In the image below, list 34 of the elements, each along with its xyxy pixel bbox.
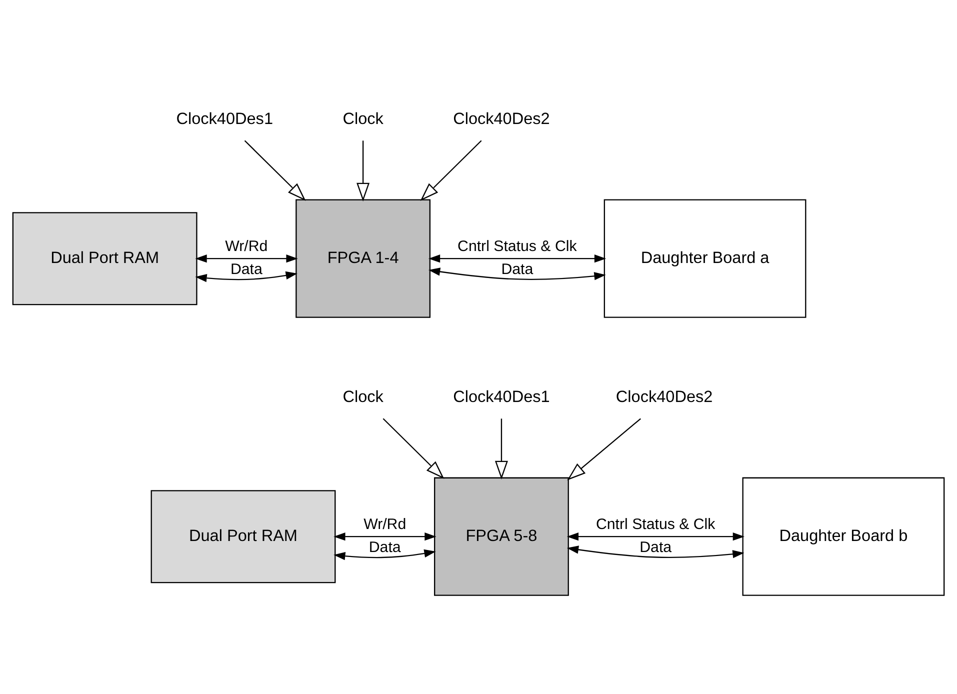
arrow bbox=[566, 532, 744, 541]
arrow bbox=[382, 418, 444, 479]
node-text: Clock40Des2 bbox=[453, 110, 550, 128]
arrow bbox=[195, 271, 298, 282]
edge-label: Cntrl Status & Clk bbox=[458, 238, 577, 255]
edge-label: Wr/Rd bbox=[364, 516, 406, 533]
node-box: Daughter Board b bbox=[742, 477, 945, 596]
edge-label: Data bbox=[501, 261, 534, 278]
arrow bbox=[356, 140, 370, 202]
arrow bbox=[567, 418, 642, 480]
node-box: Daughter Board a bbox=[604, 199, 806, 318]
arrow bbox=[334, 532, 436, 541]
arrow bbox=[334, 549, 436, 560]
edge-label: Data bbox=[368, 539, 401, 556]
node-text: Clock40Des1 bbox=[453, 388, 550, 406]
arrow bbox=[244, 140, 306, 201]
node-text: Clock bbox=[342, 388, 384, 406]
node-box: Dual Port RAM bbox=[150, 490, 336, 584]
arrow bbox=[420, 140, 482, 201]
node-box: FPGA 5-8 bbox=[434, 477, 569, 596]
arrow bbox=[195, 254, 298, 263]
arrow bbox=[428, 254, 606, 263]
edge-label: Data bbox=[230, 261, 262, 278]
arrow bbox=[566, 546, 744, 558]
arrow bbox=[428, 268, 606, 280]
node-box: Dual Port RAM bbox=[12, 212, 198, 306]
edge-label: Data bbox=[640, 539, 672, 556]
node-text: Clock40Des2 bbox=[616, 388, 713, 406]
node-box: FPGA 1-4 bbox=[296, 199, 431, 318]
node-text: Clock bbox=[342, 110, 384, 128]
node-text: Clock40Des1 bbox=[176, 110, 274, 128]
arrow bbox=[494, 418, 508, 480]
edge-label: Wr/Rd bbox=[225, 238, 268, 255]
edge-label: Cntrl Status & Clk bbox=[596, 516, 716, 533]
